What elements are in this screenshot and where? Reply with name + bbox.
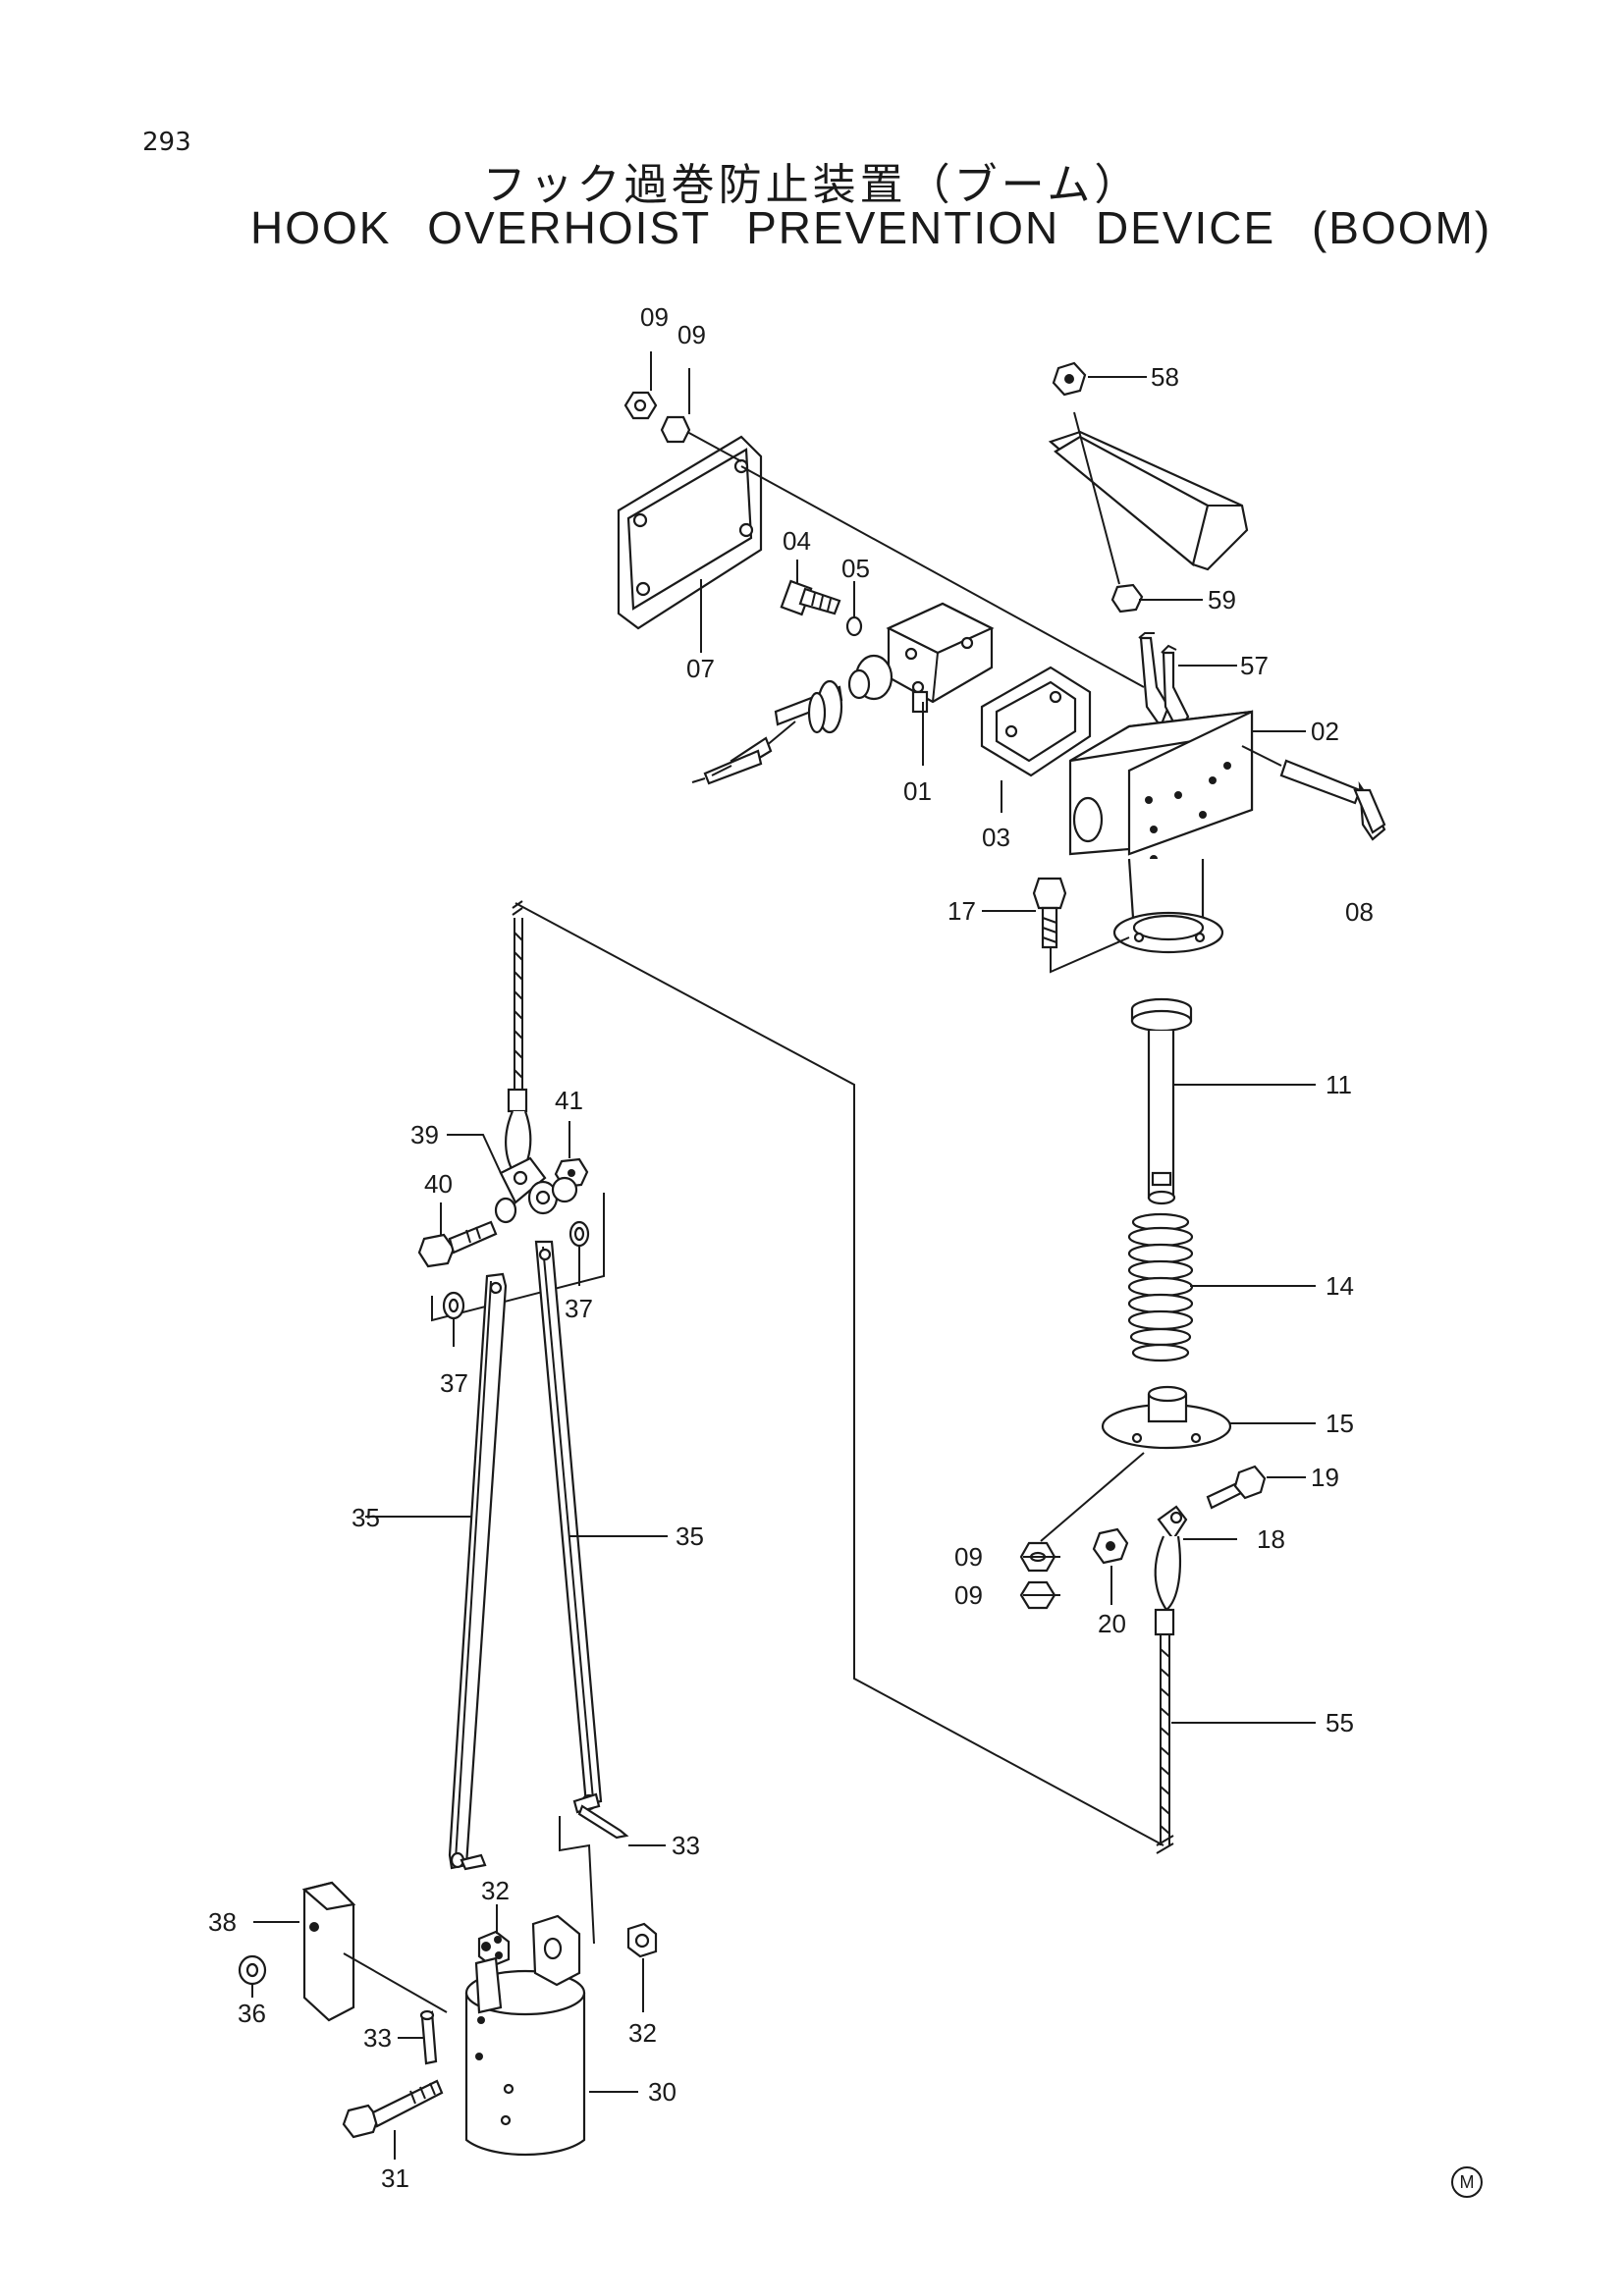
part-20-nut (1092, 1527, 1129, 1565)
callout-09: 09 (677, 320, 706, 349)
part-03-gasket (980, 666, 1092, 777)
part-40-bolt (417, 1176, 578, 1268)
part-01-switch (691, 602, 995, 785)
part-35-strap-right (534, 1240, 603, 1814)
part-33-cotter-lower (419, 2009, 438, 2065)
callout-14: 14 (1326, 1271, 1354, 1301)
callout-17: 17 (947, 896, 976, 926)
part-09-nut-top (623, 391, 691, 444)
part-37-washer-right (568, 1220, 590, 1248)
callout-09: 09 (640, 302, 669, 332)
corner-circled-mark: M (1451, 2166, 1483, 2198)
callout-33: 33 (363, 2023, 392, 2053)
part-59-nut (1110, 583, 1144, 614)
callout-32: 32 (628, 2018, 657, 2048)
part-36-washer (238, 1954, 267, 1986)
part-30-cylinder (464, 1914, 586, 2157)
callout-35: 35 (676, 1522, 704, 1551)
callout-32: 32 (481, 1876, 510, 1905)
part-11-pin (1130, 997, 1193, 1205)
callout-01: 01 (903, 776, 932, 806)
callout-05: 05 (841, 554, 870, 583)
callout-20: 20 (1098, 1609, 1126, 1638)
callout-18: 18 (1257, 1524, 1285, 1554)
part-57-bracket (1138, 632, 1190, 734)
part-39-link (499, 1156, 547, 1204)
part-07-plate (617, 435, 763, 630)
callout-36: 36 (238, 1999, 266, 2028)
part-32-nut-right (626, 1922, 658, 1958)
callout-38: 38 (208, 1907, 237, 1937)
callout-59: 59 (1208, 585, 1236, 614)
part-cover (1048, 430, 1249, 571)
callout-35: 35 (352, 1503, 380, 1532)
callout-07: 07 (686, 654, 715, 683)
title-english: HOOK OVERHOIST PREVENTION DEVICE (BOOM) (250, 202, 1492, 253)
leader-lines (251, 351, 1316, 2160)
callout-09: 09 (954, 1580, 983, 1610)
callout-11: 11 (1326, 1070, 1352, 1099)
upper-wire-rope (505, 900, 532, 1180)
callout-30: 30 (648, 2077, 677, 2107)
callout-41: 41 (555, 1086, 583, 1115)
part-31-bolt (342, 2079, 444, 2139)
part-18-shackle (1154, 1505, 1188, 1612)
part-09-nut-lower (1019, 1541, 1056, 1610)
callout-55: 55 (1326, 1708, 1354, 1737)
callout-04: 04 (783, 526, 811, 556)
title-japanese: フック過巻防止装置（ブーム） (482, 160, 1142, 210)
callout-15: 15 (1326, 1409, 1354, 1438)
part-08-bolt (1279, 759, 1386, 841)
callout-33: 33 (672, 1831, 700, 1860)
callout-37: 37 (565, 1294, 593, 1323)
callout-labels: 09 09 58 04 05 59 57 02 07 01 03 08 17 1… (208, 302, 1374, 2193)
part-37-washer-left (442, 1291, 465, 1320)
part-04-bolt (780, 579, 841, 616)
callout-09: 09 (954, 1542, 983, 1572)
callout-02: 02 (1311, 717, 1339, 746)
part-19-bolt (1206, 1465, 1267, 1510)
callout-37: 37 (440, 1368, 468, 1398)
callout-39: 39 (410, 1120, 439, 1149)
callout-57: 57 (1240, 651, 1269, 680)
part-02-housing (1068, 710, 1254, 954)
part-15-seat (1101, 1385, 1232, 1450)
part-58-nut (1052, 361, 1087, 397)
part-38-block (301, 1881, 356, 2022)
callout-40: 40 (424, 1169, 453, 1199)
callout-08: 08 (1345, 897, 1374, 927)
part-33-cotter-upper (577, 1804, 629, 1840)
part-35-strap-left (448, 1272, 508, 1871)
callout-19: 19 (1311, 1463, 1339, 1492)
part-05-washer (845, 615, 863, 637)
page-number: 293 (142, 128, 191, 157)
callout-58: 58 (1151, 362, 1179, 392)
callout-31: 31 (381, 2163, 409, 2193)
part-14-spring (1127, 1212, 1194, 1362)
part-55-wire (1154, 1608, 1175, 1854)
callout-03: 03 (982, 823, 1010, 852)
part-17-bolt (1032, 877, 1067, 949)
